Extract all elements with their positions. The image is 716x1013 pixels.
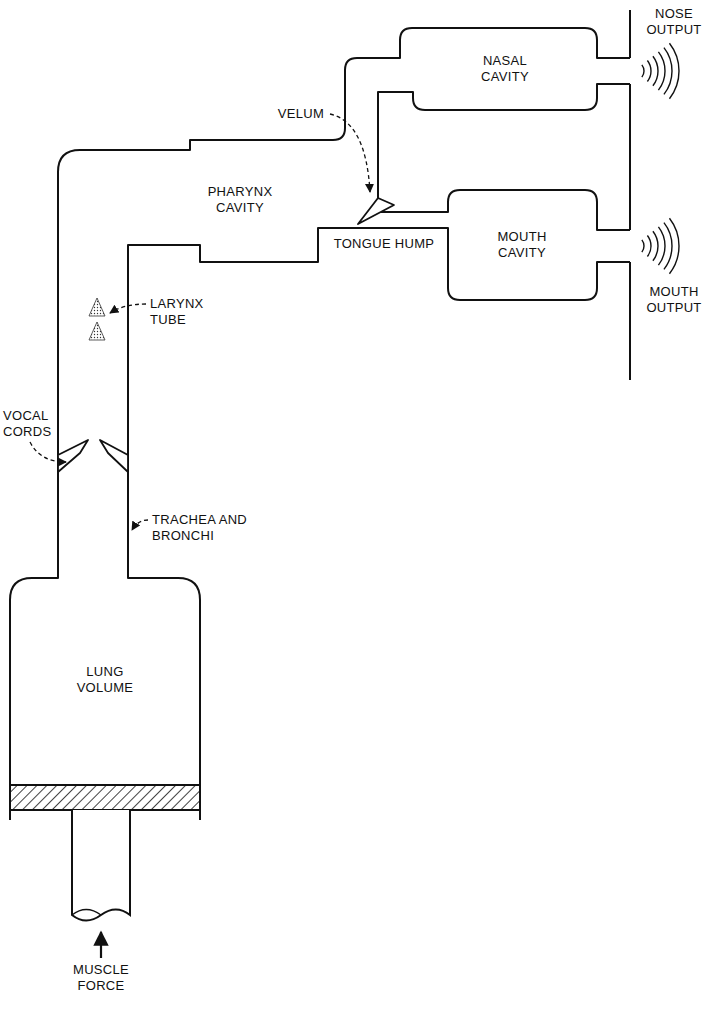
part-label: TONGUE HUMP: [322, 236, 446, 252]
sound-wave: [664, 48, 672, 95]
label-text: TRACHEA AND BRONCHI: [152, 512, 262, 543]
part-label: LARYNX TUBE: [150, 296, 230, 327]
label-text: VOCAL CORDS: [3, 408, 57, 439]
sound-wave: [653, 231, 658, 261]
mouth-upper-wall: [378, 190, 630, 230]
force-arrow: [100, 932, 102, 958]
vocal-cord-right: [100, 440, 128, 472]
cavity-region: LUNG VOLUME: [63, 664, 147, 695]
label-text: MUSCLE FORCE: [50, 962, 152, 993]
tract-lower-wall: [128, 228, 630, 820]
cavity-region: MOUTH CAVITY: [480, 229, 564, 260]
label-text: LARYNX TUBE: [150, 296, 230, 327]
sound-wave: [642, 240, 644, 252]
piston: [10, 785, 200, 810]
sound-wave: [642, 65, 644, 77]
cavity-region: PHARYNX CAVITY: [198, 184, 282, 215]
leader-line: [132, 520, 148, 530]
sound-wave: [669, 43, 679, 98]
vocal-cord-left: [58, 440, 88, 472]
leader-line: [330, 114, 370, 192]
cavity-region: NASAL CAVITY: [463, 53, 547, 84]
sound-wave: [647, 236, 651, 257]
rod-break: [72, 910, 101, 916]
output-label: NOSE OUTPUT: [636, 6, 712, 37]
label-text: MOUTH OUTPUT: [636, 284, 712, 315]
leader-line: [110, 304, 146, 313]
region-name: PHARYNX CAVITY: [198, 184, 282, 215]
velum-flap: [358, 198, 394, 224]
output-label: MOUTH OUTPUT: [636, 284, 712, 315]
part-label: VELUM: [272, 106, 330, 122]
part-label: TRACHEA AND BRONCHI: [152, 512, 262, 543]
label-text: NOSE OUTPUT: [636, 6, 712, 37]
sound-wave: [664, 223, 672, 270]
input-label: MUSCLE FORCE: [50, 962, 152, 993]
region-name: NASAL CAVITY: [463, 53, 547, 84]
sound-wave: [653, 56, 658, 86]
tract-upper-wall: [10, 28, 630, 820]
region-name: LUNG VOLUME: [63, 664, 147, 695]
sound-wave: [647, 61, 651, 82]
piston-rod: [72, 810, 130, 921]
label-text: VELUM: [272, 106, 330, 122]
sound-wave: [669, 218, 679, 273]
larynx-particle: [89, 322, 105, 340]
leader-line: [30, 442, 66, 462]
part-label: VOCAL CORDS: [3, 408, 57, 439]
region-name: MOUTH CAVITY: [480, 229, 564, 260]
face-line: [629, 10, 631, 380]
sound-wave: [658, 52, 665, 90]
label-text: TONGUE HUMP: [322, 236, 446, 252]
sound-wave: [658, 227, 665, 265]
larynx-particle: [89, 298, 105, 316]
nasal-lower-wall: [378, 84, 630, 200]
